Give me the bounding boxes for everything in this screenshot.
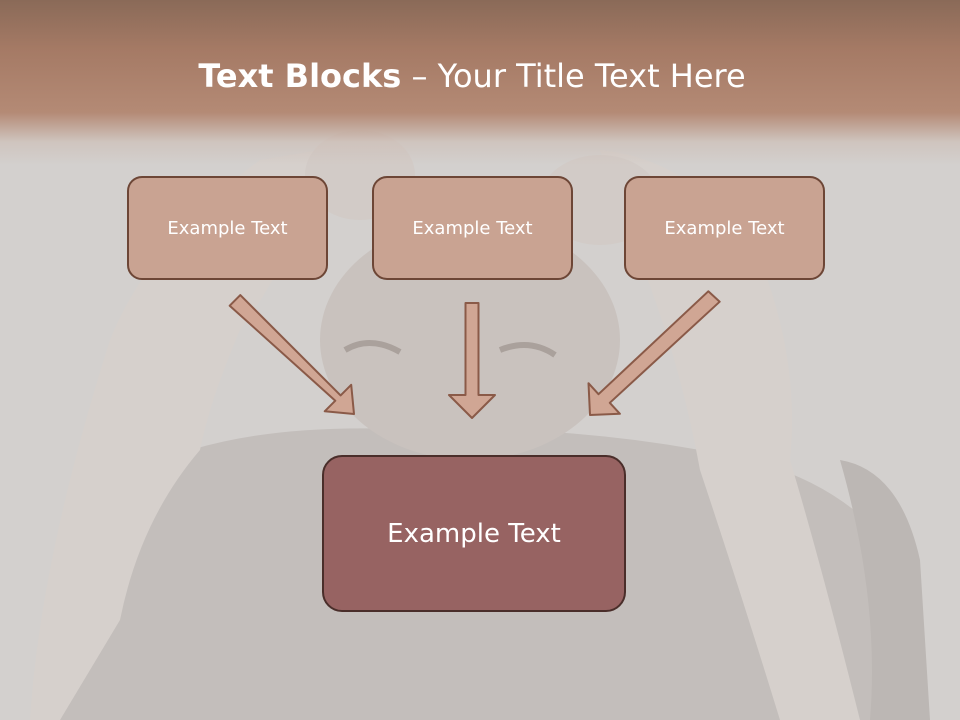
title-separator: – (401, 57, 438, 95)
result-block-label: Example Text (387, 518, 561, 549)
result-block[interactable]: Example Text (322, 455, 626, 612)
title-bold: Text Blocks (198, 57, 402, 95)
text-block-2[interactable]: Example Text (372, 176, 573, 280)
text-block-1[interactable]: Example Text (127, 176, 328, 280)
text-block-3[interactable]: Example Text (624, 176, 825, 280)
title-band (0, 0, 960, 165)
arrow-left (228, 294, 355, 415)
arrow-center (448, 302, 496, 419)
text-block-1-label: Example Text (167, 217, 288, 239)
text-block-2-label: Example Text (412, 217, 533, 239)
slide-title: Text Blocks – Your Title Text Here (0, 52, 944, 100)
text-block-3-label: Example Text (664, 217, 785, 239)
title-rest: Your Title Text Here (437, 57, 746, 95)
arrow-right (587, 290, 721, 416)
